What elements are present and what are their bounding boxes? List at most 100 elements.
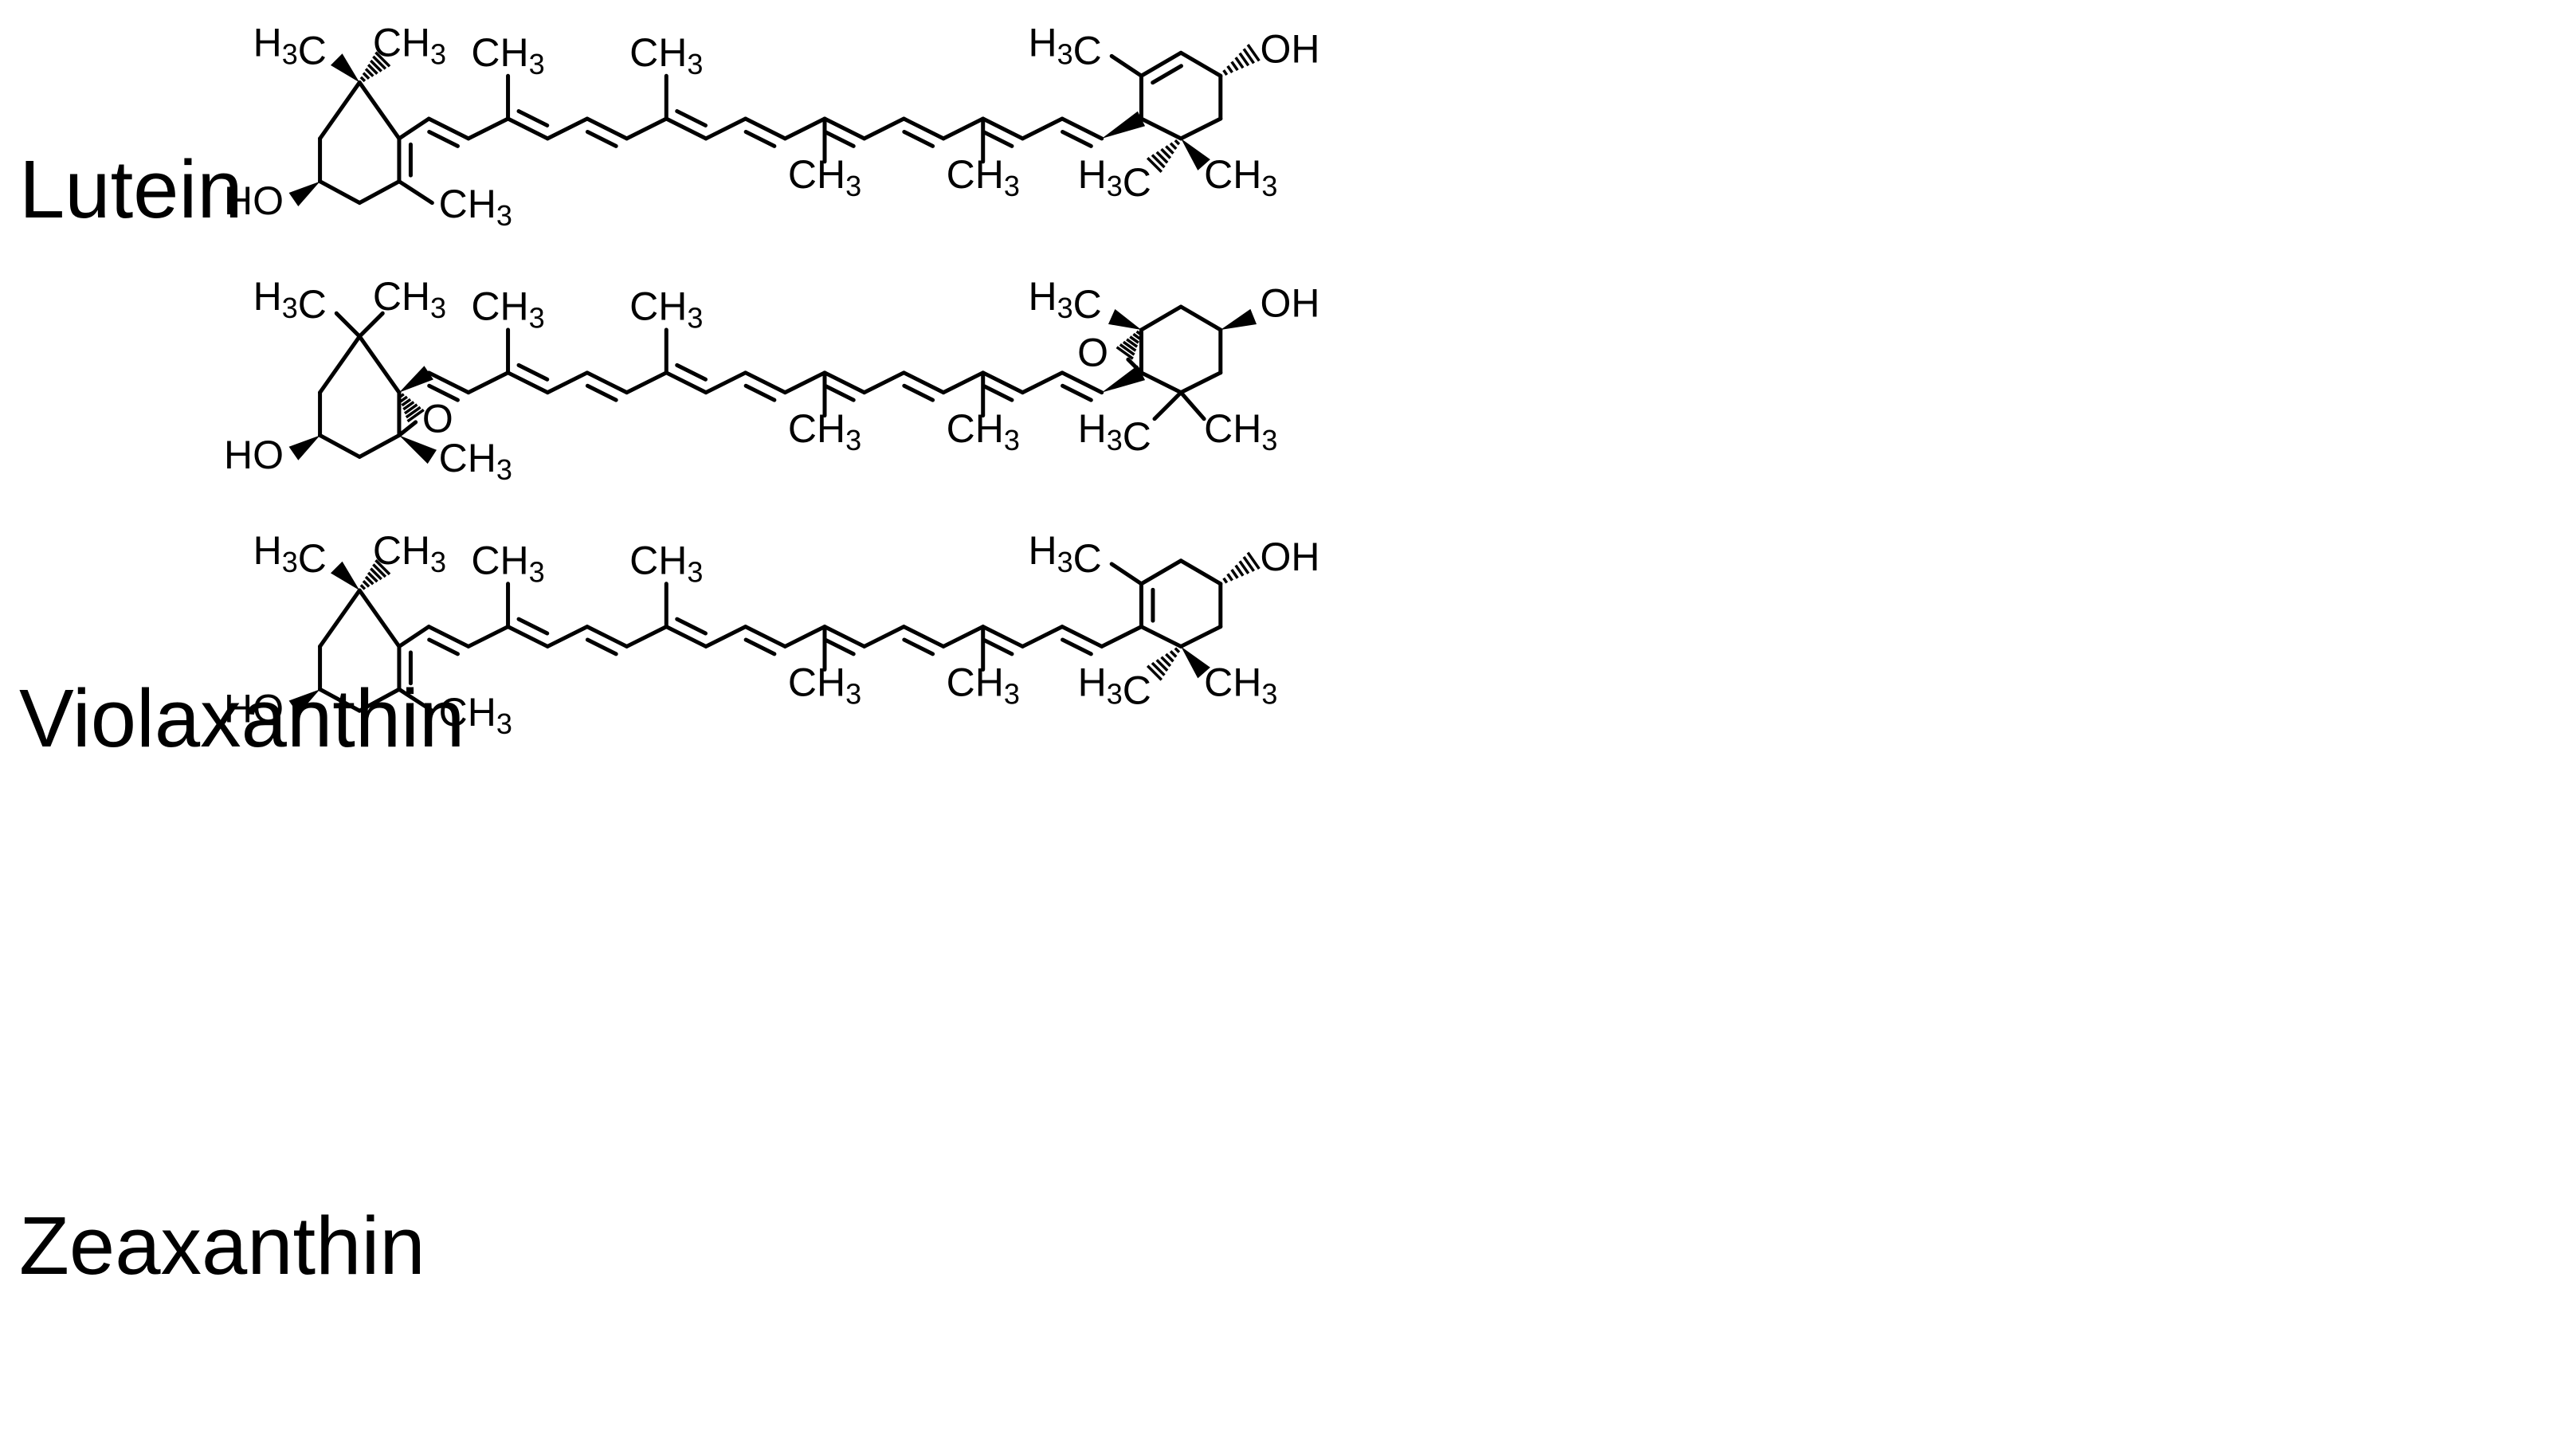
ring-bond (1139, 304, 1183, 332)
methyl-label-h3c: H3C (1078, 152, 1151, 205)
chain-double-bond (743, 116, 787, 141)
chain-single-bond (545, 625, 590, 648)
hydroxyl-wedge (288, 181, 320, 206)
methyl-label-ch3: CH3 (439, 182, 512, 232)
methyl-bond (1109, 53, 1143, 78)
chain-single-bond (941, 116, 986, 141)
epoxide-bond (1126, 357, 1143, 375)
methyl-label-ch3: CH3 (947, 406, 1020, 456)
chain-double-bond (585, 116, 629, 141)
double-bond-inner (981, 637, 1014, 656)
ring-bond (357, 334, 402, 395)
chain-single-bond (704, 370, 748, 395)
methyl-label-ch3: CH3 (471, 284, 544, 335)
methyl-label-ch3: CH3 (629, 284, 703, 335)
ring-bond (1178, 558, 1223, 586)
methyl-hashed-wedge (1146, 647, 1181, 681)
methyl-hashed-wedge (359, 51, 391, 83)
ring-bond (1139, 558, 1183, 586)
epoxide-oxygen-label: O (422, 396, 453, 441)
methyl-label-ch3: CH3 (373, 528, 446, 578)
double-bond-inner (981, 383, 1014, 402)
hydroxyl-wedge (288, 689, 320, 715)
double-bond-inner (516, 109, 550, 127)
chain-double-bond (426, 116, 471, 141)
methyl-bond (397, 687, 434, 713)
double-bond-inner (822, 383, 856, 402)
epoxide-oxygen-label: O (1077, 331, 1108, 375)
double-bond-inner (675, 617, 708, 636)
chain-double-bond (426, 625, 471, 648)
ring-bond (318, 80, 362, 141)
ring-bond (1139, 116, 1183, 141)
lutein-name: Lutein (19, 143, 243, 235)
chain-single-bond (545, 116, 590, 141)
hydroxyl-label: OH (1260, 535, 1319, 579)
double-bond-inner (585, 129, 618, 148)
chain-attach-wedge (1101, 111, 1146, 139)
methyl-wedge (330, 561, 360, 591)
methyl-label-h3c: H3C (253, 528, 327, 581)
chain-single-bond (862, 370, 906, 395)
hydroxyl-label: OH (1260, 27, 1319, 72)
chain-single-bond (862, 625, 906, 648)
chain-double-bond (506, 370, 550, 395)
methyl-label-ch3: CH3 (788, 152, 861, 202)
chain-single-bond (625, 370, 669, 395)
double-bond-inner (902, 383, 935, 402)
methyl-bond (334, 311, 362, 339)
methyl-label-ch3: CH3 (1204, 406, 1277, 456)
ring-bond (1178, 304, 1223, 332)
methyl-label-ch3: CH3 (629, 538, 703, 588)
double-bond-inner (1061, 129, 1093, 148)
methyl-label-ch3: CH3 (788, 406, 861, 456)
double-bond-inner (427, 637, 460, 656)
chain-double-bond (585, 370, 629, 395)
double-bond-inner (1061, 637, 1093, 656)
double-bond-inner (516, 362, 550, 382)
chain-double-bond (981, 116, 1025, 141)
chain-double-bond (981, 625, 1025, 648)
double-bond-inner (516, 617, 550, 636)
double-bond-inner (675, 362, 708, 382)
chain-double-bond (506, 116, 550, 141)
chain-single-bond (862, 116, 906, 141)
double-bond-inner (743, 637, 777, 656)
methyl-hashed-wedge (1146, 139, 1181, 174)
chain-single-bond (466, 370, 511, 395)
double-bond-inner (427, 383, 460, 402)
methyl-label-ch3: CH3 (471, 30, 544, 80)
methyl-bond (1109, 562, 1143, 586)
ring-bond (357, 179, 402, 206)
methyl-hashed-wedge (359, 559, 391, 590)
methyl-label-ch3: CH3 (947, 660, 1020, 711)
chain-double-bond (743, 370, 787, 395)
chain-single-bond (941, 625, 986, 648)
chain-double-bond (981, 370, 1025, 395)
ring-bond (1139, 370, 1183, 395)
hydroxyl-wedge (1220, 308, 1257, 330)
chain-single-bond (545, 370, 590, 395)
methyl-label-ch3: CH3 (788, 660, 861, 711)
double-bond-inner (822, 129, 856, 148)
chain-single-bond (782, 370, 827, 395)
ring-bond (1139, 625, 1183, 648)
double-bond-inner (743, 383, 777, 402)
hydroxyl-wedge (288, 435, 320, 460)
methyl-label-h3c: H3C (1029, 274, 1102, 327)
chain-single-bond (1020, 625, 1065, 648)
methyl-bond (1152, 390, 1183, 421)
chain-single-bond (466, 625, 511, 648)
ring-bond (357, 433, 402, 459)
methyl-label-ch3: CH3 (373, 274, 446, 324)
epoxide-hashed-bond (1115, 330, 1143, 360)
double-bond-inner (1061, 383, 1093, 402)
chain-double-bond (1060, 625, 1104, 648)
methyl-label-ch3: CH3 (629, 30, 703, 80)
chain-double-bond (901, 625, 946, 648)
epoxide-bond (397, 420, 418, 437)
violaxanthin-name: Violaxanthin (19, 672, 465, 764)
